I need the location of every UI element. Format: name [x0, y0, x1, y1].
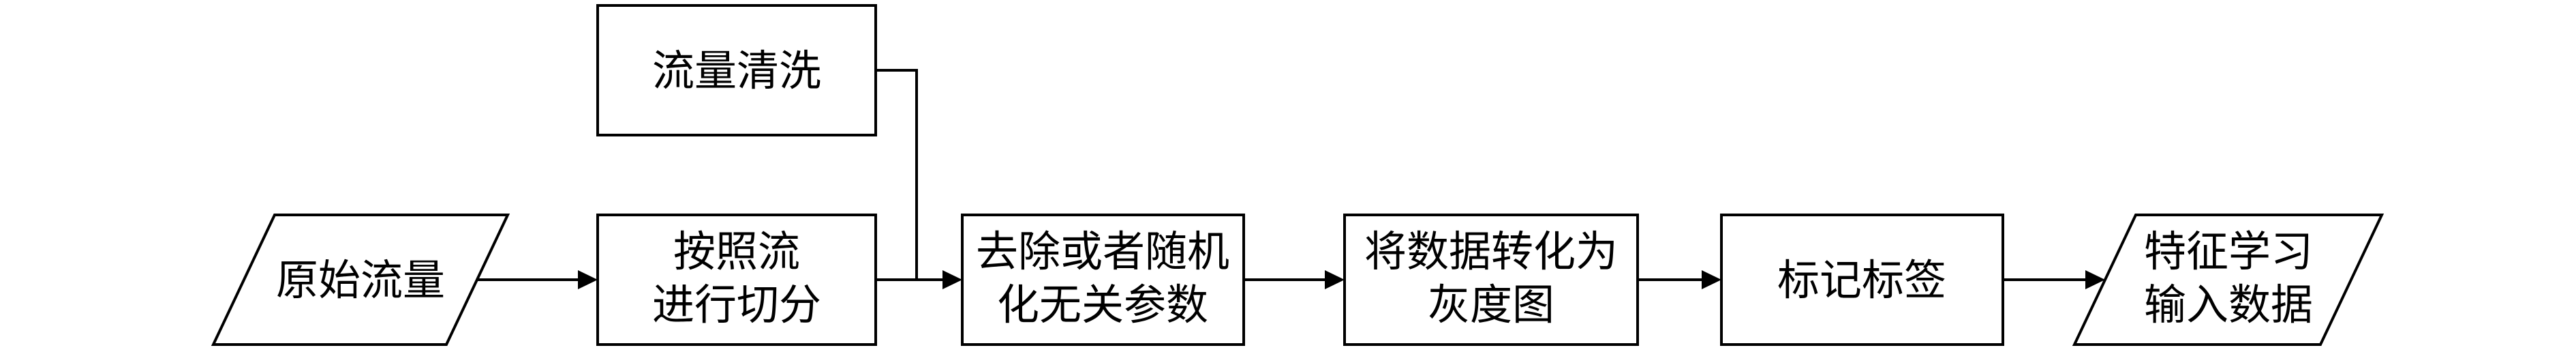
node-clean-label: 流量清洗 [652, 46, 821, 96]
node-raw-traffic-shape [211, 214, 510, 346]
arrowhead-label-to-output [2085, 270, 2105, 289]
arrowhead-remove-to-gray [1325, 270, 1345, 289]
node-output-label-line2: 输入数据 [2144, 280, 2313, 330]
node-remove-shape [961, 214, 1245, 346]
node-gray-shape [1343, 214, 1639, 346]
node-output-label-line1: 特征学习 [2144, 227, 2313, 276]
node-remove-label-line2: 化无关参数 [997, 280, 1208, 330]
arrowhead-gray-to-label [1702, 270, 1721, 289]
node-split-label-line2: 进行切分 [652, 280, 821, 330]
node-gray-label-line2: 灰度图 [1428, 280, 1554, 330]
node-split-label-line1: 按照流 [673, 227, 800, 276]
edge-clean-to-remove [876, 69, 918, 280]
node-gray-label-line1: 将数据转化为 [1364, 227, 1618, 276]
node-split-shape [596, 214, 877, 346]
arrowhead-to-remove [942, 270, 962, 289]
node-remove-label-line1: 去除或者随机 [976, 227, 1229, 276]
arrowhead-raw-to-split [578, 270, 598, 289]
node-clean-shape [596, 4, 877, 136]
node-raw-traffic-label: 原始流量 [276, 255, 445, 305]
node-output-shape [2072, 214, 2385, 346]
node-label-label: 标记标签 [1777, 255, 1946, 305]
